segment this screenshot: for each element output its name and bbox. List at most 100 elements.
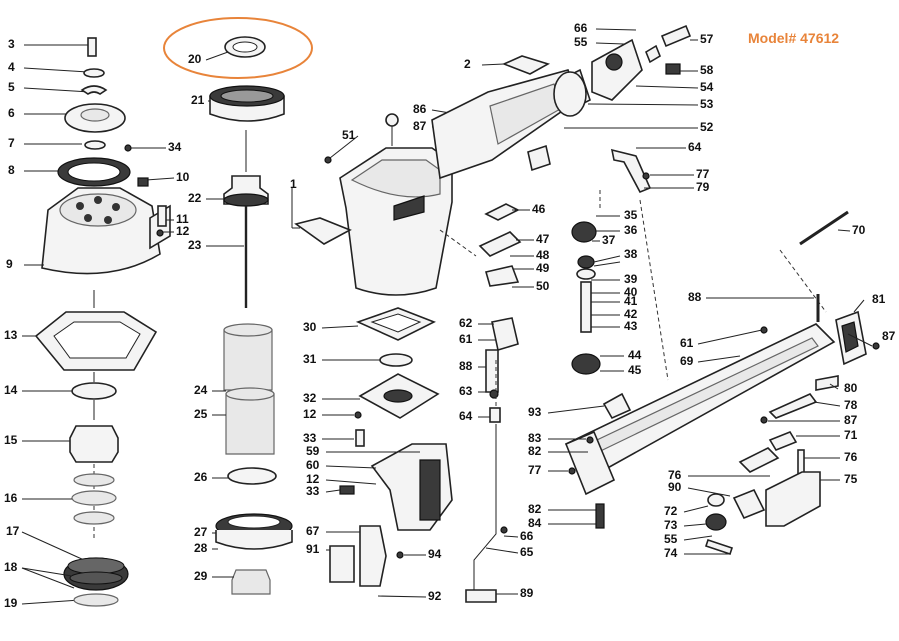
part-label-14: 14 [4,383,18,397]
part-label-12: 12 [303,407,317,421]
part-label-39: 39 [624,272,638,286]
part-label-74: 74 [664,546,678,560]
part-label-87: 87 [844,413,858,427]
part-label-21: 21 [191,93,205,107]
part-label-59: 59 [306,444,320,458]
nailer-body [291,55,551,598]
part-label-12: 12 [306,472,320,486]
part-label-5: 5 [8,80,15,94]
part-label-12: 12 [176,224,190,238]
part-label-17: 17 [6,524,20,538]
part-label-76: 76 [844,450,858,464]
part-label-11: 11 [176,212,189,226]
exhaust-and-tube [431,24,699,194]
part-label-66: 66 [520,529,534,543]
part-label-87: 87 [413,119,427,133]
part-label-46: 46 [532,202,546,216]
part-label-19: 19 [4,596,18,610]
part-label-40: 40 [624,285,638,299]
part-label-64: 64 [688,140,702,154]
part-label-60: 60 [306,458,320,472]
part-label-72: 72 [664,504,678,518]
part-label-54: 54 [700,80,714,94]
part-label-55: 55 [664,532,678,546]
part-label-28: 28 [194,541,208,555]
part-label-88: 88 [459,359,473,373]
part-label-33: 33 [303,431,317,445]
part-label-51: 51 [342,128,356,142]
part-label-57: 57 [700,32,714,46]
part-label-70: 70 [852,223,866,237]
part-label-82: 82 [528,502,542,516]
part-label-4: 4 [8,60,15,74]
part-label-23: 23 [188,238,202,252]
part-label-79: 79 [696,180,710,194]
part-label-9: 9 [6,257,13,271]
part-label-73: 73 [664,518,678,532]
part-label-42: 42 [624,307,638,321]
model-number-label: Model# 47612 [748,30,840,46]
part-label-41: 41 [624,294,638,308]
part-label-3: 3 [8,37,15,51]
bracket-and-safety [439,203,534,603]
part-label-81: 81 [872,292,886,306]
part-label-26: 26 [194,470,208,484]
part-label-48: 48 [536,248,550,262]
part-label-66: 66 [574,21,588,35]
valve-stack [571,215,624,375]
part-label-67: 67 [306,524,320,538]
part-label-45: 45 [628,363,642,377]
part-label-86: 86 [413,102,427,116]
part-label-37: 37 [602,233,616,247]
part-label-10: 10 [176,170,190,184]
part-label-75: 75 [844,472,858,486]
part-label-25: 25 [194,407,208,421]
part-label-80: 80 [844,381,858,395]
part-label-30: 30 [303,320,317,334]
part-label-77: 77 [696,167,710,181]
part-label-52: 52 [700,120,714,134]
part-label-33: 33 [306,484,320,498]
part-label-61: 61 [459,332,473,346]
part-label-50: 50 [536,279,550,293]
part-label-6: 6 [8,106,15,120]
part-label-38: 38 [624,247,638,261]
part-label-69: 69 [680,354,694,368]
piston-driver-assembly [205,36,293,595]
part-label-49: 49 [536,261,550,275]
part-label-65: 65 [520,545,534,559]
part-label-88: 88 [688,290,702,304]
part-label-58: 58 [700,63,714,77]
part-label-29: 29 [194,569,208,583]
part-label-61: 61 [680,336,694,350]
part-label-27: 27 [194,525,208,539]
part-label-94: 94 [428,547,442,561]
left-cap-assembly [21,37,175,607]
part-label-89: 89 [520,586,534,600]
part-label-35: 35 [624,208,638,222]
part-label-77: 77 [528,463,542,477]
part-label-43: 43 [624,319,638,333]
part-label-31: 31 [303,352,317,366]
highlight-ellipse-part-20 [163,17,313,79]
part-number-labels: 3456789131415161718193410111220212223242… [4,21,896,610]
magazine-assembly [547,190,880,556]
part-label-18: 18 [4,560,18,574]
part-label-20: 20 [188,52,202,66]
part-label-36: 36 [624,223,638,237]
part-label-64: 64 [459,409,473,423]
part-label-47: 47 [536,232,550,246]
part-label-87: 87 [882,329,896,343]
part-label-92: 92 [428,589,442,603]
part-label-53: 53 [700,97,714,111]
part-label-44: 44 [628,348,642,362]
part-label-32: 32 [303,391,317,405]
part-label-84: 84 [528,516,542,530]
part-label-90: 90 [668,480,682,494]
part-label-7: 7 [8,136,15,150]
part-label-24: 24 [194,383,208,397]
part-label-2: 2 [464,57,471,71]
part-label-34: 34 [168,140,182,154]
part-label-15: 15 [4,433,18,447]
